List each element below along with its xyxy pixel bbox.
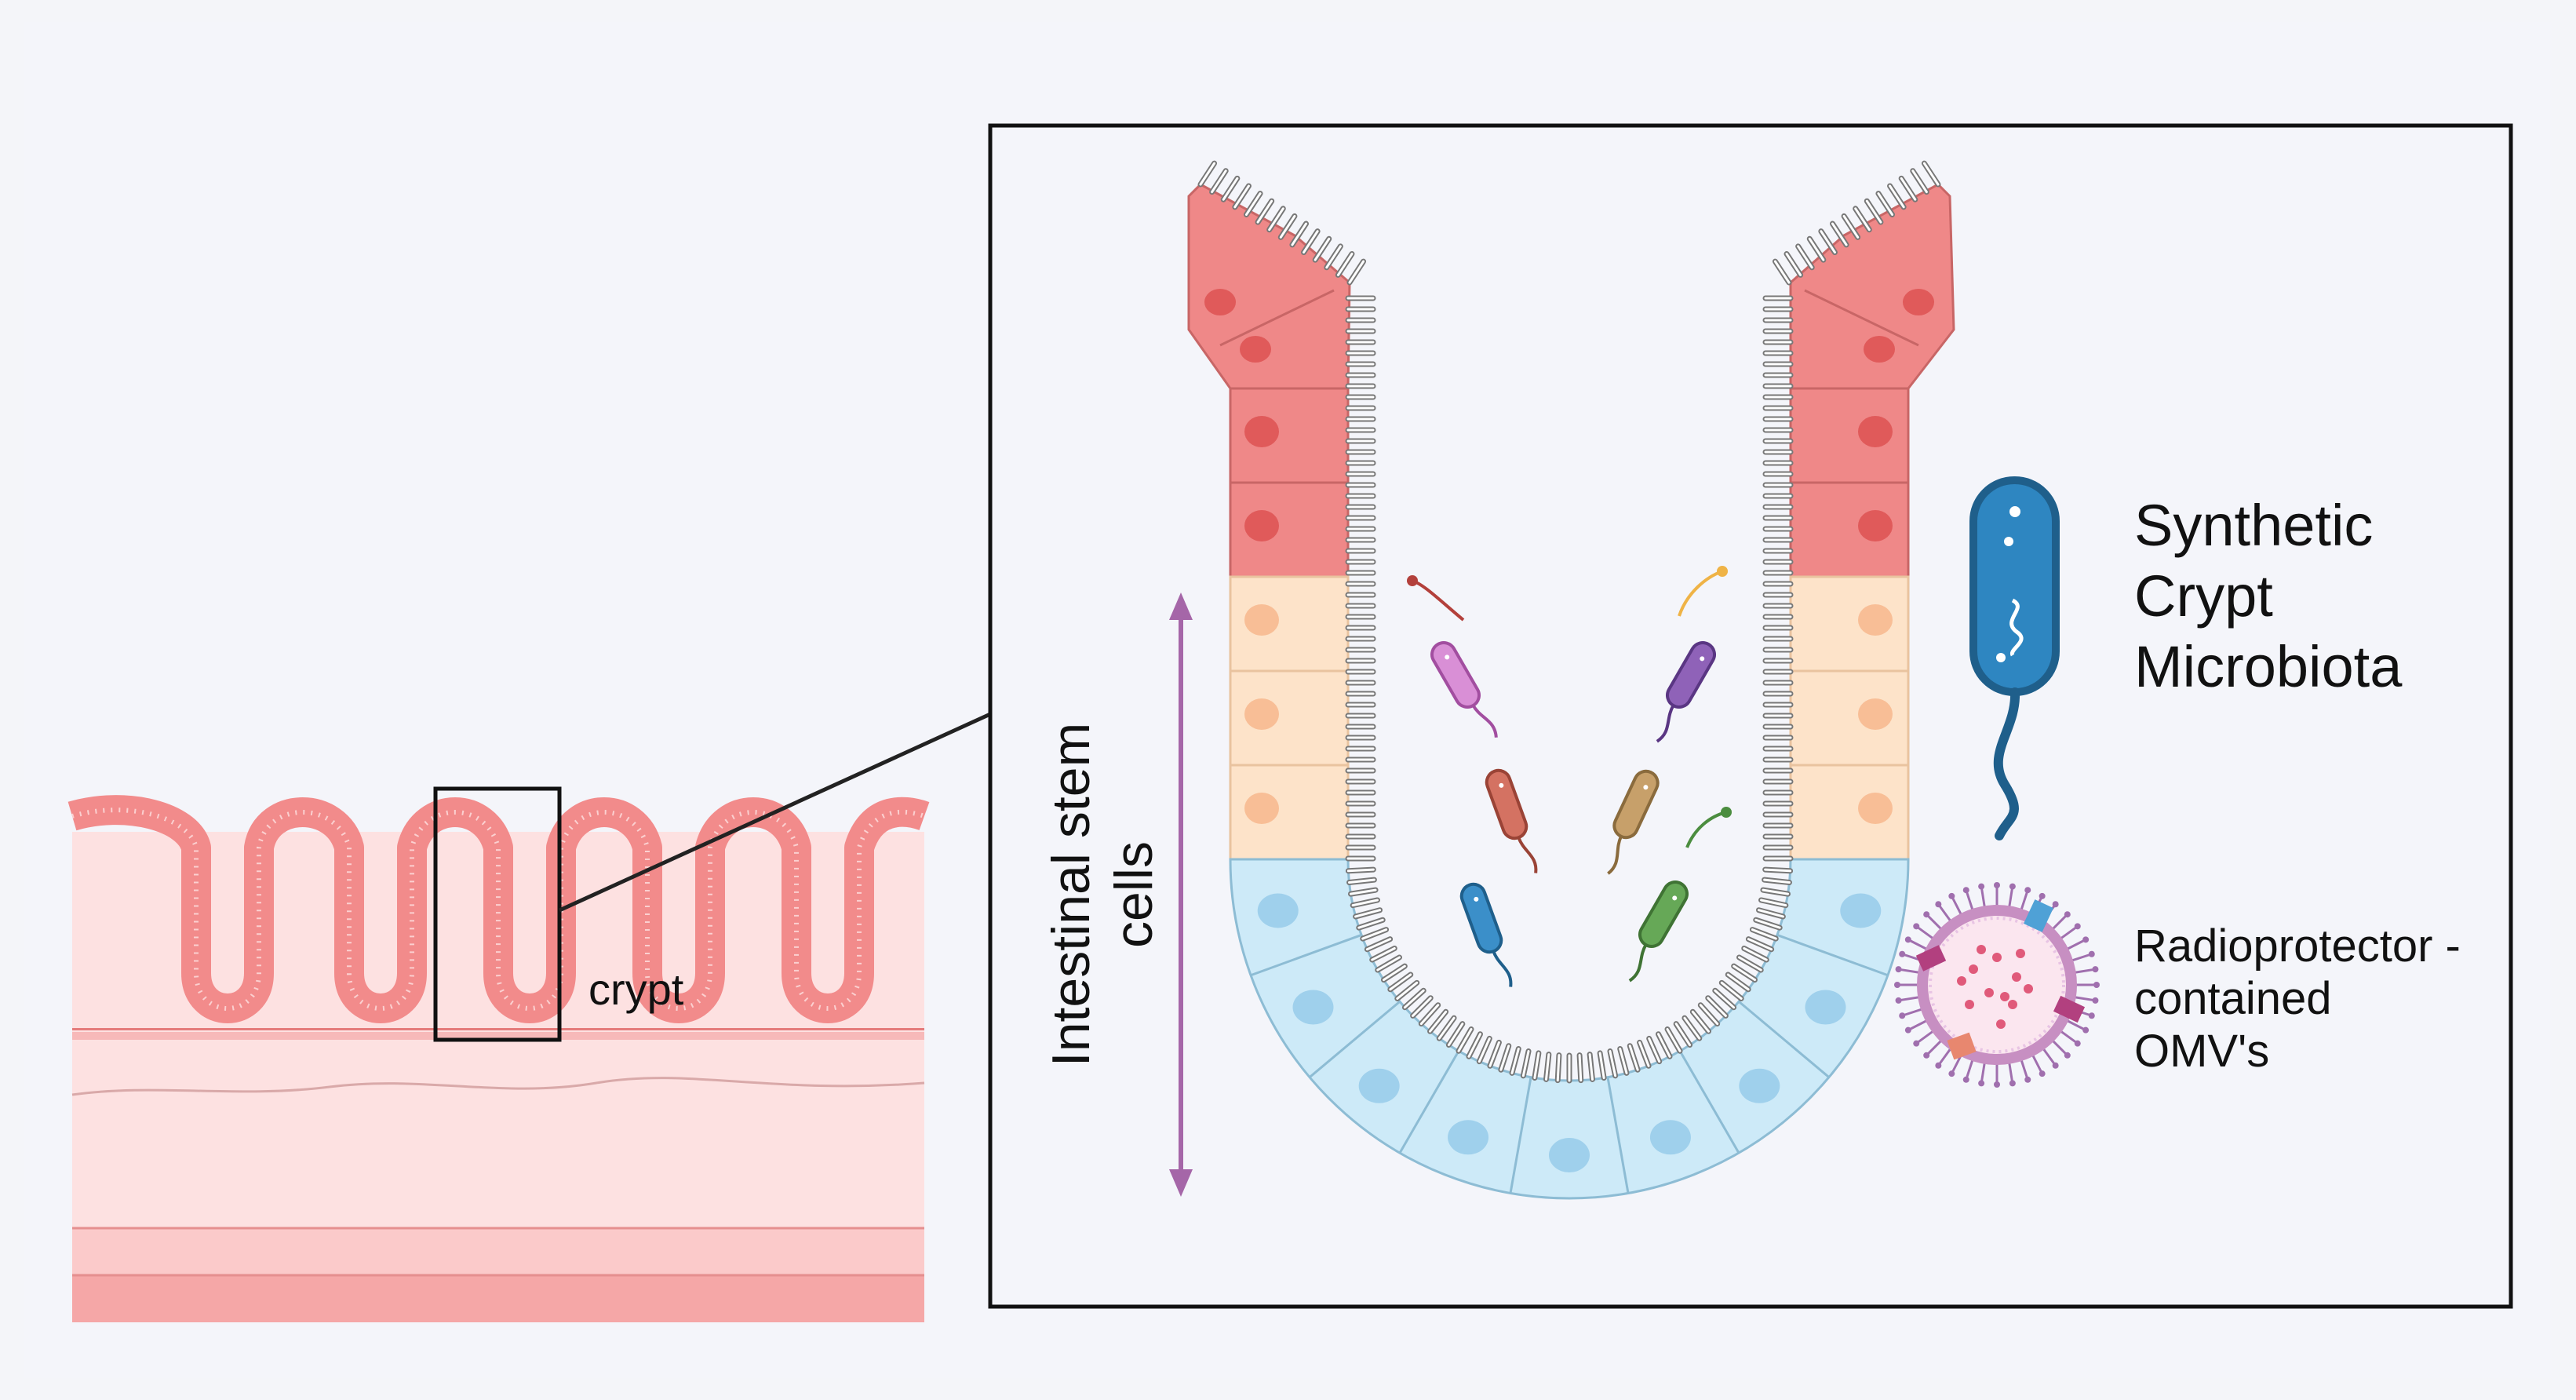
red-bacterium-icon xyxy=(1485,768,1538,873)
right-top-cell xyxy=(1789,183,1955,390)
legend-bacteria-line3: Microbiota xyxy=(2134,634,2403,699)
zoom-line xyxy=(558,712,992,913)
pink-bacterium-icon xyxy=(1430,641,1498,738)
legend-omv-line3: OMV's xyxy=(2134,1026,2269,1077)
legend-omv-line2: contained xyxy=(2134,973,2332,1024)
legend-omv-line1: Radioprotector - xyxy=(2134,921,2461,972)
svg-text:Intestinal stem: Intestinal stem xyxy=(1041,723,1101,1066)
legend-bacteria-line2: Crypt xyxy=(2134,563,2273,629)
tan-bacterium-icon xyxy=(1607,769,1660,875)
left-top-nucleus xyxy=(1240,336,1271,363)
crypt-label: crypt xyxy=(588,964,684,1014)
green-bacterium-icon xyxy=(1628,880,1689,983)
left-cell-nucleus xyxy=(1244,793,1279,824)
tissue-section: crypt xyxy=(67,712,992,1322)
muscle-layer-inner xyxy=(72,1228,924,1275)
blue-cell-nucleus xyxy=(1549,1138,1590,1172)
right-top-nucleus xyxy=(1903,289,1934,315)
microvilli xyxy=(1197,160,1941,1084)
right-cell-nucleus xyxy=(1858,793,1893,824)
blue-cell-nucleus xyxy=(1448,1120,1489,1155)
base-blue-region xyxy=(1229,858,1910,1200)
left-top-cell xyxy=(1187,183,1351,390)
stem-cell-indicator: Intestinal stem cells xyxy=(1041,592,1193,1197)
right-cell-nucleus xyxy=(1858,416,1893,447)
left-cell-nucleus xyxy=(1244,604,1279,636)
left-cell-nucleus xyxy=(1244,510,1279,541)
right-cell-nucleus xyxy=(1858,604,1893,636)
blue-bacterium-icon xyxy=(1459,882,1513,987)
left-cell-nucleus xyxy=(1244,416,1279,447)
stem-label-line2: cells xyxy=(1104,841,1164,948)
bacteria-group xyxy=(1407,566,1732,987)
blue-cell-nucleus xyxy=(1649,1120,1691,1155)
blue-cell-nucleus xyxy=(1739,1068,1780,1103)
right-cell-nucleus xyxy=(1858,698,1893,730)
left-cell xyxy=(1229,575,1350,673)
blue-cell-nucleus xyxy=(1358,1068,1400,1103)
svg-text:Radioprotector - conta: Radioprotector - contained OMV's xyxy=(2134,921,2473,1077)
left-cell-nucleus xyxy=(1244,698,1279,730)
blue-cell-nucleus xyxy=(1257,893,1299,928)
blue-cell-nucleus xyxy=(1805,990,1846,1025)
purple-bacterium-icon xyxy=(1656,641,1716,743)
svg-text:cells: cells xyxy=(1104,841,1164,948)
legend-omv: Radioprotector - contained OMV's xyxy=(1894,882,2473,1088)
right-cell-nucleus xyxy=(1858,510,1893,541)
right-top-nucleus xyxy=(1864,336,1895,363)
zoom-box xyxy=(433,786,562,1042)
stem-label-line1: Intestinal stem xyxy=(1041,723,1101,1066)
blue-cell-nucleus xyxy=(1292,990,1334,1025)
left-top-nucleus xyxy=(1204,289,1236,315)
legend-bacterium: Synthetic Crypt Microbiota xyxy=(1969,476,2403,840)
legend-bacteria-line1: Synthetic xyxy=(2134,493,2373,558)
crypt-diagram xyxy=(1187,160,1955,1200)
svg-text:Synthetic Crypt: Synthetic Crypt Microbiota xyxy=(2134,493,2403,699)
omv-vesicle-icon xyxy=(1894,882,2100,1088)
muscle-layer-outer xyxy=(72,1275,924,1322)
blue-cell-nucleus xyxy=(1840,893,1882,928)
basement-line xyxy=(71,1077,925,1096)
